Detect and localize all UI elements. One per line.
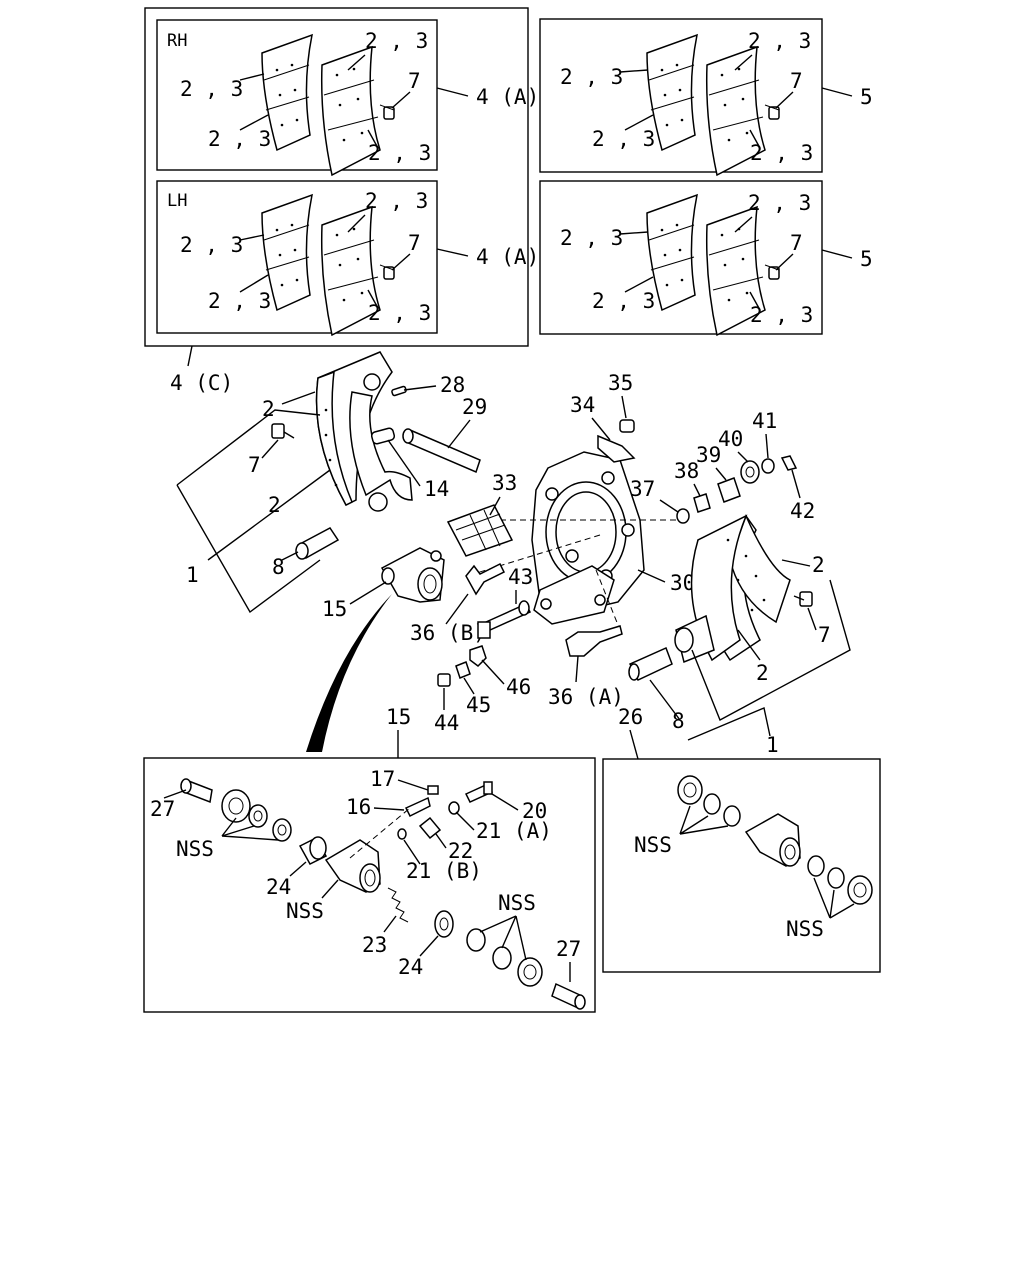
callout-20: 20: [522, 799, 547, 823]
detail-box-26: [602, 758, 881, 973]
callout-7: 7: [790, 231, 803, 255]
callout-16: 16: [346, 795, 371, 819]
cylinder-15-exploded: [180, 778, 586, 1010]
callout-33: 33: [492, 471, 517, 495]
callout-4a: 4 (A): [476, 85, 539, 109]
callout-14: 14: [424, 477, 449, 501]
callout-2: 2: [756, 661, 769, 685]
left-brake-shoe: [271, 351, 413, 560]
rh-label: RH: [167, 31, 187, 51]
spider-backing-plate: [531, 451, 645, 625]
box-rh: [156, 19, 438, 171]
callout-42: 42: [790, 499, 815, 523]
box-kit-5-top: [539, 18, 823, 173]
callout-8: 8: [672, 709, 685, 733]
callout-45: 45: [466, 693, 491, 717]
callout-2: 2: [268, 493, 281, 517]
callout-29: 29: [462, 395, 487, 419]
callout-38: 38: [674, 459, 699, 483]
callout-2: 2: [262, 397, 275, 421]
detail-arrow: [306, 594, 392, 752]
callout-24: 24: [266, 875, 291, 899]
callout-2-3: 2 , 3: [180, 233, 243, 257]
detail-box-15: [143, 757, 596, 1013]
cylinder-26-exploded: [677, 775, 873, 905]
callout-nss: NSS: [176, 837, 214, 861]
callout-2: 2: [812, 553, 825, 577]
wheel-cylinder-15: [380, 547, 445, 603]
callout-41: 41: [752, 409, 777, 433]
callout-2-3: 2 , 3: [592, 289, 655, 313]
callout-8: 8: [272, 555, 285, 579]
outer-box-4c: [144, 7, 529, 347]
callout-5: 5: [860, 85, 873, 109]
callout-15: 15: [322, 597, 347, 621]
callout-7: 7: [248, 453, 261, 477]
callout-35: 35: [608, 371, 633, 395]
callout-nss: NSS: [634, 833, 672, 857]
box-lh: [156, 180, 438, 334]
callout-21b: 21 (B): [406, 859, 482, 883]
callout-2-3: 2 , 3: [750, 303, 813, 327]
callout-2-3: 2 , 3: [208, 289, 271, 313]
callout-7: 7: [408, 231, 421, 255]
callout-44: 44: [434, 711, 459, 735]
callout-37: 37: [630, 477, 655, 501]
callout-36b: 36 (B): [410, 621, 486, 645]
callout-28: 28: [440, 373, 465, 397]
callout-4c: 4 (C): [170, 371, 233, 395]
callout-2-3: 2 , 3: [748, 29, 811, 53]
callout-22: 22: [448, 839, 473, 863]
callout-2-3: 2 , 3: [748, 191, 811, 215]
callout-nss: NSS: [786, 917, 824, 941]
lh-label: LH: [167, 191, 187, 211]
callout-34: 34: [570, 393, 595, 417]
callout-24: 24: [398, 955, 423, 979]
callout-1: 1: [186, 563, 199, 587]
callout-15: 15: [386, 705, 411, 729]
callout-7: 7: [790, 69, 803, 93]
callout-7: 7: [408, 69, 421, 93]
callout-2-3: 2 , 3: [365, 29, 428, 53]
callout-23: 23: [362, 933, 387, 957]
callout-nss: NSS: [286, 899, 324, 923]
callout-2-3: 2 , 3: [560, 226, 623, 250]
callout-5: 5: [860, 247, 873, 271]
callout-4a: 4 (A): [476, 245, 539, 269]
right-brake-shoe: [628, 513, 813, 681]
callout-36a: 36 (A): [548, 685, 624, 709]
callout-nss: NSS: [498, 891, 536, 915]
callout-2-3: 2 , 3: [365, 189, 428, 213]
callout-7: 7: [818, 623, 831, 647]
callout-2-3: 2 , 3: [592, 127, 655, 151]
callout-40: 40: [718, 427, 743, 451]
callout-27: 27: [150, 797, 175, 821]
callout-17: 17: [370, 767, 395, 791]
callout-1: 1: [766, 733, 779, 757]
callout-46: 46: [506, 675, 531, 699]
callout-2-3: 2 , 3: [368, 141, 431, 165]
callout-2-3: 2 , 3: [368, 301, 431, 325]
callout-2-3: 2 , 3: [180, 77, 243, 101]
box-kit-5-bottom: [539, 180, 823, 335]
callout-2-3: 2 , 3: [208, 127, 271, 151]
callout-26: 26: [618, 705, 643, 729]
callout-21a: 21 (A): [476, 819, 552, 843]
callout-43: 43: [508, 565, 533, 589]
callout-27: 27: [556, 937, 581, 961]
callout-2-3: 2 , 3: [560, 65, 623, 89]
callout-39: 39: [696, 443, 721, 467]
callout-2-3: 2 , 3: [750, 141, 813, 165]
